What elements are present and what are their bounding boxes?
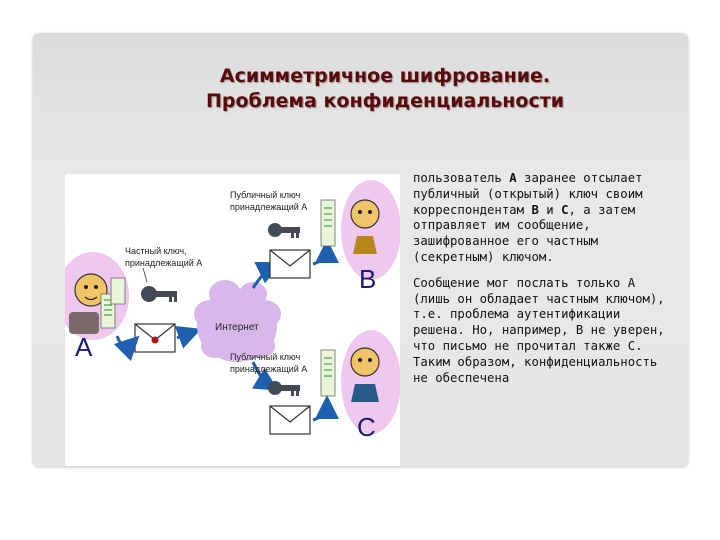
explanation-text: пользователь A заранее отсылает публичны…: [413, 171, 668, 396]
illustration-svg: А Частный ключ, принадлежащий А: [65, 174, 400, 466]
p1-text-1: пользователь: [413, 171, 509, 185]
arrow-icon: [313, 248, 327, 264]
public-key-b-label-1: Публичный ключ: [230, 190, 301, 200]
public-key-c-label-2: принадлежащий А: [230, 364, 307, 374]
envelope-icon: [135, 324, 175, 352]
slide-title: Асимметричное шифрование. Проблема конфи…: [150, 64, 620, 114]
p1-bold-b: B: [531, 203, 538, 217]
document-icon: [321, 200, 335, 246]
arrow-icon: [313, 404, 327, 420]
user-b-letter: В: [359, 264, 376, 294]
private-key-label-1: Частный ключ,: [125, 246, 187, 256]
document-icon: [111, 278, 125, 304]
cloud-icon: [194, 280, 281, 362]
user-c-letter: С: [357, 412, 376, 442]
key-icon: [268, 223, 300, 238]
title-line-2: Проблема конфиденциальности: [150, 89, 620, 114]
envelope-icon: [270, 406, 310, 434]
encryption-illustration: А Частный ключ, принадлежащий А: [65, 174, 400, 466]
label-pointer-line: [143, 268, 147, 282]
document-icon: [321, 350, 335, 396]
public-key-c-label-1: Публичный ключ: [230, 352, 301, 362]
public-key-b-label-2: принадлежащий А: [230, 202, 307, 212]
arrow-icon: [117, 336, 133, 346]
title-line-1: Асимметричное шифрование.: [150, 64, 620, 89]
envelope-icon: [270, 250, 310, 278]
arrow-icon: [177, 332, 193, 338]
p1-bold-c: C: [561, 203, 568, 217]
p1-bold-a: A: [509, 171, 516, 185]
key-icon: [141, 286, 177, 302]
paragraph-2: Сообщение мог послать только А (лишь он …: [413, 276, 668, 387]
key-icon: [268, 381, 300, 396]
internet-label: Интернет: [215, 322, 259, 333]
user-a-letter: А: [75, 332, 93, 362]
private-key-label-2: принадлежащий А: [125, 258, 202, 268]
paragraph-1: пользователь A заранее отсылает публичны…: [413, 171, 668, 266]
p1-text-3: и: [539, 203, 561, 217]
